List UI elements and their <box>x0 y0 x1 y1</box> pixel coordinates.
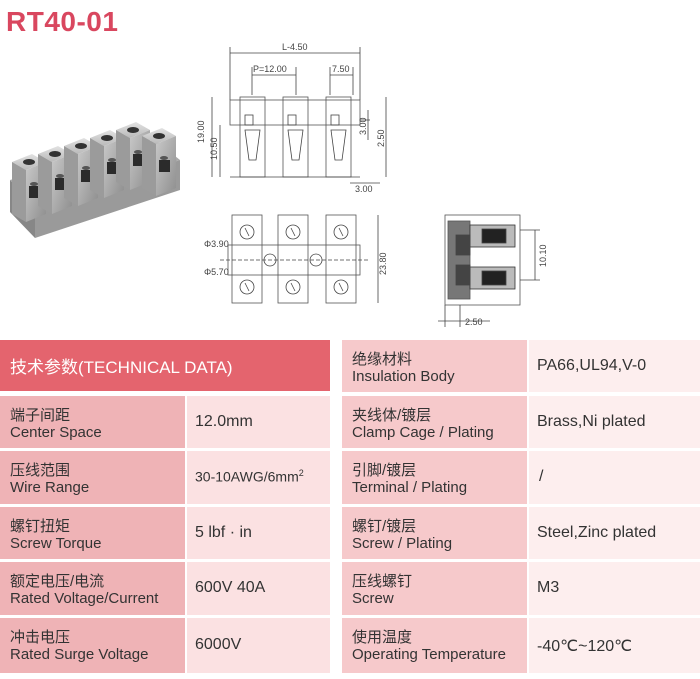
dim-side-base: 2.50 <box>465 317 483 327</box>
label-en: Operating Temperature <box>352 646 506 663</box>
value-insulation-body: PA66,UL94,V-0 <box>529 340 700 392</box>
value-sup: 2 <box>298 468 304 478</box>
label-rated-voltage: 额定电压/电流 Rated Voltage/Current <box>0 562 185 615</box>
label-zh: 压线螺钉 <box>352 573 413 590</box>
label-screw-plating: 螺钉/镀层 Screw / Plating <box>342 507 527 559</box>
value-text: 12.0mm <box>195 413 253 430</box>
label-en: Screw <box>352 590 394 607</box>
dim-250a: 2.50 <box>376 129 386 147</box>
value-text: Brass,Ni plated <box>537 413 646 430</box>
label-zh: 绝缘材料 <box>352 351 413 368</box>
label-insulation-body: 绝缘材料 Insulation Body <box>342 340 527 392</box>
label-en: Screw / Plating <box>352 535 453 552</box>
value-operating-temperature: -40℃~120℃ <box>529 618 700 673</box>
dim-depth: 23.80 <box>378 252 388 275</box>
value-text: 6000V <box>195 636 242 653</box>
label-center-space: 端子间距 Center Space <box>0 396 185 448</box>
label-zh: 冲击电压 <box>10 629 71 646</box>
value-text: 5 lbf · in <box>195 524 252 541</box>
dim-width: 7.50 <box>332 64 350 74</box>
label-en: Rated Surge Voltage <box>10 646 149 663</box>
value-clamp-cage: Brass,Ni plated <box>529 396 700 448</box>
dim-height-total: 19.00 <box>196 120 206 143</box>
value-text: 600V 40A <box>195 579 266 596</box>
table-header-text: 技术参数(TECHNICAL DATA) <box>10 358 233 377</box>
value-screw: M3 <box>529 562 700 615</box>
label-screw-torque: 螺钉扭矩 Screw Torque <box>0 507 185 559</box>
value-rated-voltage: 600V 40A <box>187 562 330 615</box>
label-terminal-plating: 引脚/镀层 Terminal / Plating <box>342 451 527 504</box>
label-en: Rated Voltage/Current <box>10 590 159 607</box>
value-text: 30-10AWG/6mm <box>195 468 299 485</box>
table-header: 技术参数(TECHNICAL DATA) <box>0 340 330 391</box>
value-text: -40℃~120℃ <box>537 638 633 655</box>
label-zh: 螺钉/镀层 <box>352 518 417 535</box>
label-en: Insulation Body <box>352 368 455 385</box>
front-view: L-4.50 P=12.00 7.50 19.00 10.50 3.00 2.5… <box>196 42 387 194</box>
label-zh: 压线范围 <box>10 462 71 479</box>
dim-pitch: P=12.00 <box>253 64 287 74</box>
product-photo <box>10 122 180 238</box>
dim-length: L-4.50 <box>282 42 308 52</box>
label-wire-range: 压线范围 Wire Range <box>0 451 185 504</box>
dim-hole-large: Φ3.90 <box>204 239 229 249</box>
label-zh: 额定电压/电流 <box>10 573 105 590</box>
value-screw-plating: Steel,Zinc plated <box>529 507 700 559</box>
label-en: Wire Range <box>10 479 90 496</box>
value-text: PA66,UL94,V-0 <box>537 357 647 374</box>
value-text: Steel,Zinc plated <box>537 524 657 541</box>
dim-hole-small: Φ5.70 <box>204 267 229 277</box>
dim-300b: 3.00 <box>355 184 373 194</box>
dim-side-height: 10.10 <box>538 244 548 267</box>
value-surge-voltage: 6000V <box>187 618 330 673</box>
label-en: Clamp Cage / Plating <box>352 424 494 441</box>
value-screw-torque: 5 lbf · in <box>187 507 330 559</box>
label-zh: 夹线体/镀层 <box>352 407 432 424</box>
label-zh: 端子间距 <box>10 407 71 424</box>
label-en: Center Space <box>10 424 102 441</box>
product-title: RT40-01 <box>6 6 119 37</box>
value-text: M3 <box>537 579 560 596</box>
value-center-space: 12.0mm <box>187 396 330 448</box>
technical-drawings: L-4.50 P=12.00 7.50 19.00 10.50 3.00 2.5… <box>196 42 548 327</box>
dim-300a: 3.00 <box>358 117 368 135</box>
label-en: Screw Torque <box>10 535 102 552</box>
label-clamp-cage: 夹线体/镀层 Clamp Cage / Plating <box>342 396 527 448</box>
label-zh: 使用温度 <box>352 629 413 646</box>
side-view: 10.10 2.50 <box>438 214 548 327</box>
label-operating-temperature: 使用温度 Operating Temperature <box>342 618 527 673</box>
value-wire-range: 30-10AWG/6mm2 <box>187 451 330 504</box>
label-en: Terminal / Plating <box>352 479 468 496</box>
dim-height-body: 10.50 <box>209 137 219 160</box>
top-view: Φ3.90 Φ5.70 23.80 <box>204 214 388 304</box>
label-zh: 引脚/镀层 <box>352 462 417 479</box>
label-screw: 压线螺钉 Screw <box>342 562 527 615</box>
value-text: / <box>539 468 544 485</box>
technical-data-table: 技术参数(TECHNICAL DATA) 端子间距 Center Space 1… <box>0 340 700 679</box>
value-terminal-plating: / <box>529 451 700 504</box>
label-surge-voltage: 冲击电压 Rated Surge Voltage <box>0 618 185 673</box>
label-zh: 螺钉扭矩 <box>10 518 71 535</box>
